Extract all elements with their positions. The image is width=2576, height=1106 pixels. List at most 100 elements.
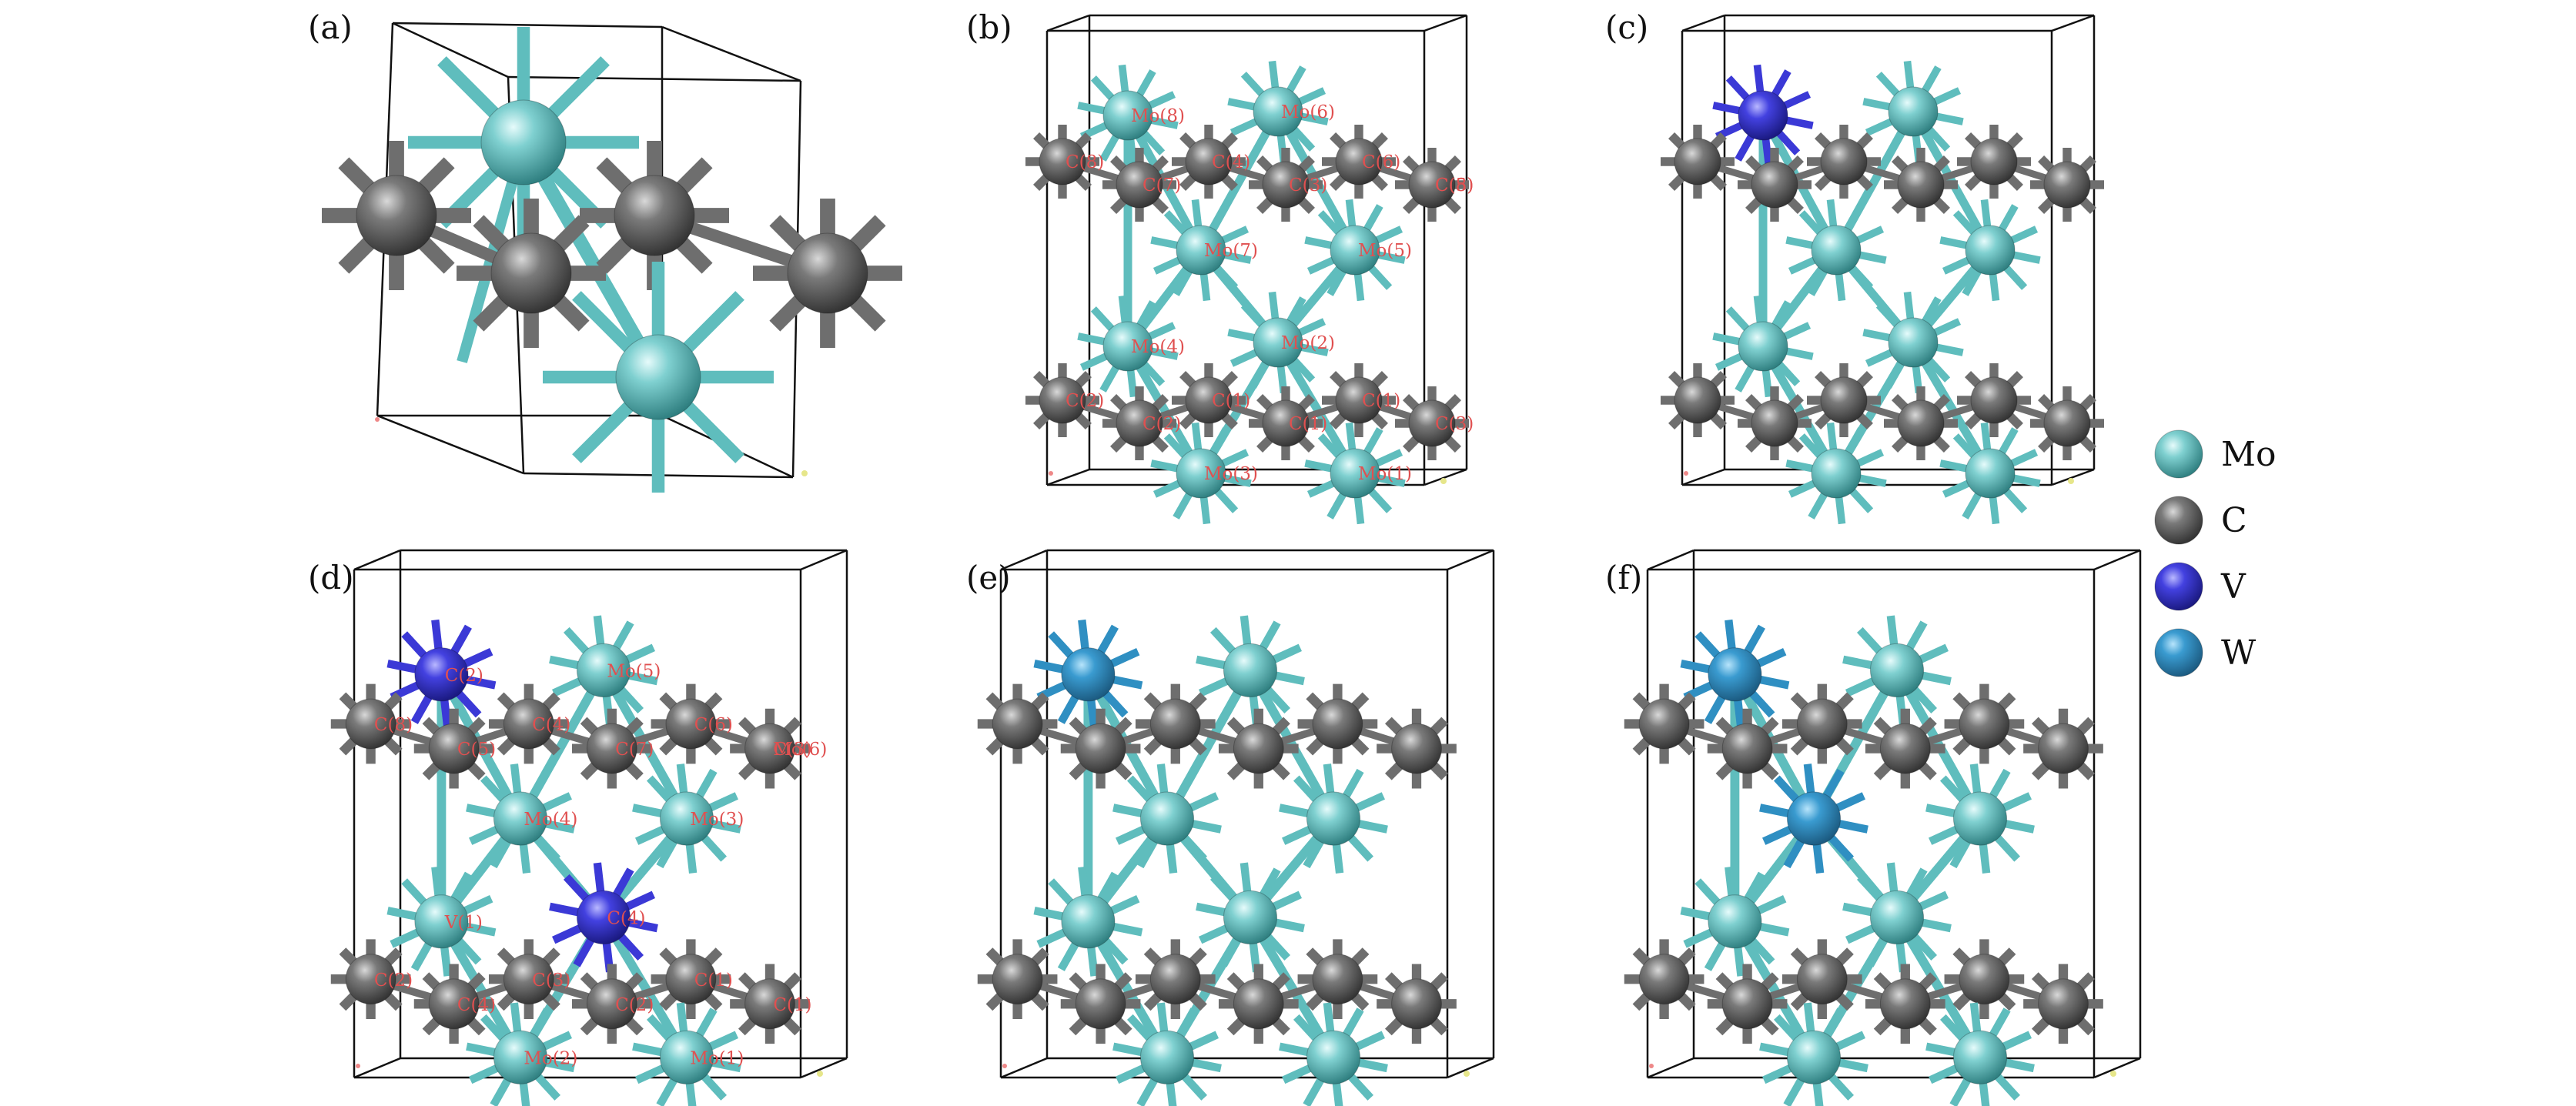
- c-atom: [1185, 376, 1233, 424]
- atom-label: C(7): [615, 740, 654, 760]
- atom-label: C(1): [694, 971, 733, 991]
- mo-atom: [480, 99, 567, 185]
- c-atom: [1820, 138, 1868, 185]
- c-atom: [1335, 138, 1383, 185]
- axis-end-dot: [2068, 478, 2074, 484]
- axis-origin-dot: [1049, 471, 1053, 476]
- mo-atom: [1738, 321, 1788, 372]
- c-atom: [428, 723, 480, 774]
- atom-label: C(5): [1435, 175, 1474, 195]
- unit-cell-edge: [1423, 468, 1467, 486]
- unit-cell-edge: [1681, 468, 1725, 486]
- panel-d: (d)C(2)Mo(5)C(8)C(4)C(6)C(5)C(7)C(3)Mo(6…: [308, 549, 848, 1106]
- mo-atom: [1952, 791, 2008, 846]
- c-atom: [490, 232, 572, 314]
- c-atom: [2038, 978, 2089, 1030]
- c-atom: [1116, 399, 1163, 447]
- atom-label: Mo(3): [690, 810, 744, 830]
- mo-atom: [1888, 317, 1939, 368]
- mo-atom: [1102, 321, 1153, 372]
- unit-cell-edge: [1681, 14, 1725, 32]
- unit-cell-edge: [392, 22, 663, 28]
- c-atom: [1970, 376, 2018, 424]
- c-atom: [1638, 954, 1690, 1005]
- c-atom: [356, 175, 437, 256]
- atom-label: C(2): [615, 995, 654, 1015]
- atom-label: C(2): [445, 666, 483, 686]
- c-atom: [1312, 698, 1363, 750]
- c-atom: [744, 723, 795, 774]
- atom-label: C(4): [532, 715, 570, 735]
- c-atom: [1116, 161, 1163, 209]
- atom-label: C(8): [1435, 175, 1474, 195]
- bond-stick: [1274, 340, 1359, 476]
- mo-atom: [1253, 86, 1303, 137]
- atom-label: Mo(8): [1131, 106, 1185, 126]
- axis-end-dot: [1440, 478, 1447, 484]
- unit-cell-edge: [661, 25, 801, 82]
- atom-label: C(3): [1289, 175, 1327, 195]
- atom-label: C(1): [1289, 414, 1327, 434]
- legend-item-v: V: [2154, 562, 2246, 611]
- atom-label: C(1): [773, 995, 811, 1015]
- mo-atom: [1223, 890, 1278, 945]
- mo-atom: [414, 894, 469, 949]
- mo-atom: [659, 1030, 714, 1084]
- mo-atom: [493, 791, 548, 846]
- mo-atom: [1869, 643, 1925, 698]
- mo-atom: [1811, 225, 1862, 276]
- unit-cell-edge: [1046, 468, 1090, 486]
- c-atom: [1039, 138, 1086, 185]
- atom-label: C(4): [1212, 152, 1250, 172]
- c-atom: [1796, 698, 1848, 750]
- c-atom: [1149, 954, 1201, 1005]
- c-atom: [503, 698, 554, 750]
- c-atom: [614, 175, 695, 256]
- c-atom: [1312, 954, 1363, 1005]
- c-atom: [1408, 161, 1456, 209]
- atom-label: C(6): [1362, 152, 1400, 172]
- legend-label: Mo: [2221, 435, 2277, 474]
- mo-atom: [1965, 225, 2016, 276]
- panel-letter: (f): [1605, 559, 1642, 596]
- atom-label: C(3): [1435, 414, 1474, 434]
- atom-label: Mo(2): [1281, 333, 1335, 353]
- unit-cell-edge: [2051, 14, 2095, 32]
- mo-atom: [1139, 1030, 1195, 1084]
- panel-letter: (a): [308, 8, 353, 46]
- c-atom: [1820, 376, 1868, 424]
- atom-label: C(1): [1362, 391, 1400, 411]
- c-atom: [665, 698, 717, 750]
- mo-atom: [576, 643, 631, 698]
- mo-atom: [1330, 448, 1380, 499]
- unit-cell-edge: [1647, 549, 1694, 571]
- bond-stick: [1246, 914, 1338, 1060]
- v-legend-swatch: [2154, 562, 2203, 611]
- unit-cell-edge: [2093, 549, 2141, 571]
- axis-origin-dot: [1684, 471, 1688, 476]
- c-atom: [1959, 698, 2010, 750]
- c-atom: [345, 698, 396, 750]
- atom-label: C(2): [1142, 414, 1181, 434]
- c-atom: [586, 723, 637, 774]
- panel-letter: (d): [308, 559, 354, 596]
- w-atom: [1061, 647, 1116, 702]
- panel-f: (f): [1605, 549, 2142, 1106]
- atom-label: C(4): [607, 909, 645, 929]
- atom-label: Mo(6): [773, 740, 827, 760]
- mo-atom: [1253, 317, 1303, 368]
- unit-cell-edge: [507, 75, 801, 82]
- c-atom: [992, 954, 1043, 1005]
- unit-cell-edge: [2093, 1057, 2141, 1079]
- mo-atom: [1888, 86, 1939, 137]
- bond-stick: [599, 914, 691, 1060]
- v-atom: [1738, 90, 1788, 141]
- c-atom: [1796, 954, 1848, 1005]
- w-atom: [1786, 791, 1842, 846]
- c-atom: [1879, 978, 1931, 1030]
- mo-atom: [615, 334, 701, 420]
- atom-label: C(4): [457, 995, 496, 1015]
- atom-label: C(6): [694, 715, 733, 735]
